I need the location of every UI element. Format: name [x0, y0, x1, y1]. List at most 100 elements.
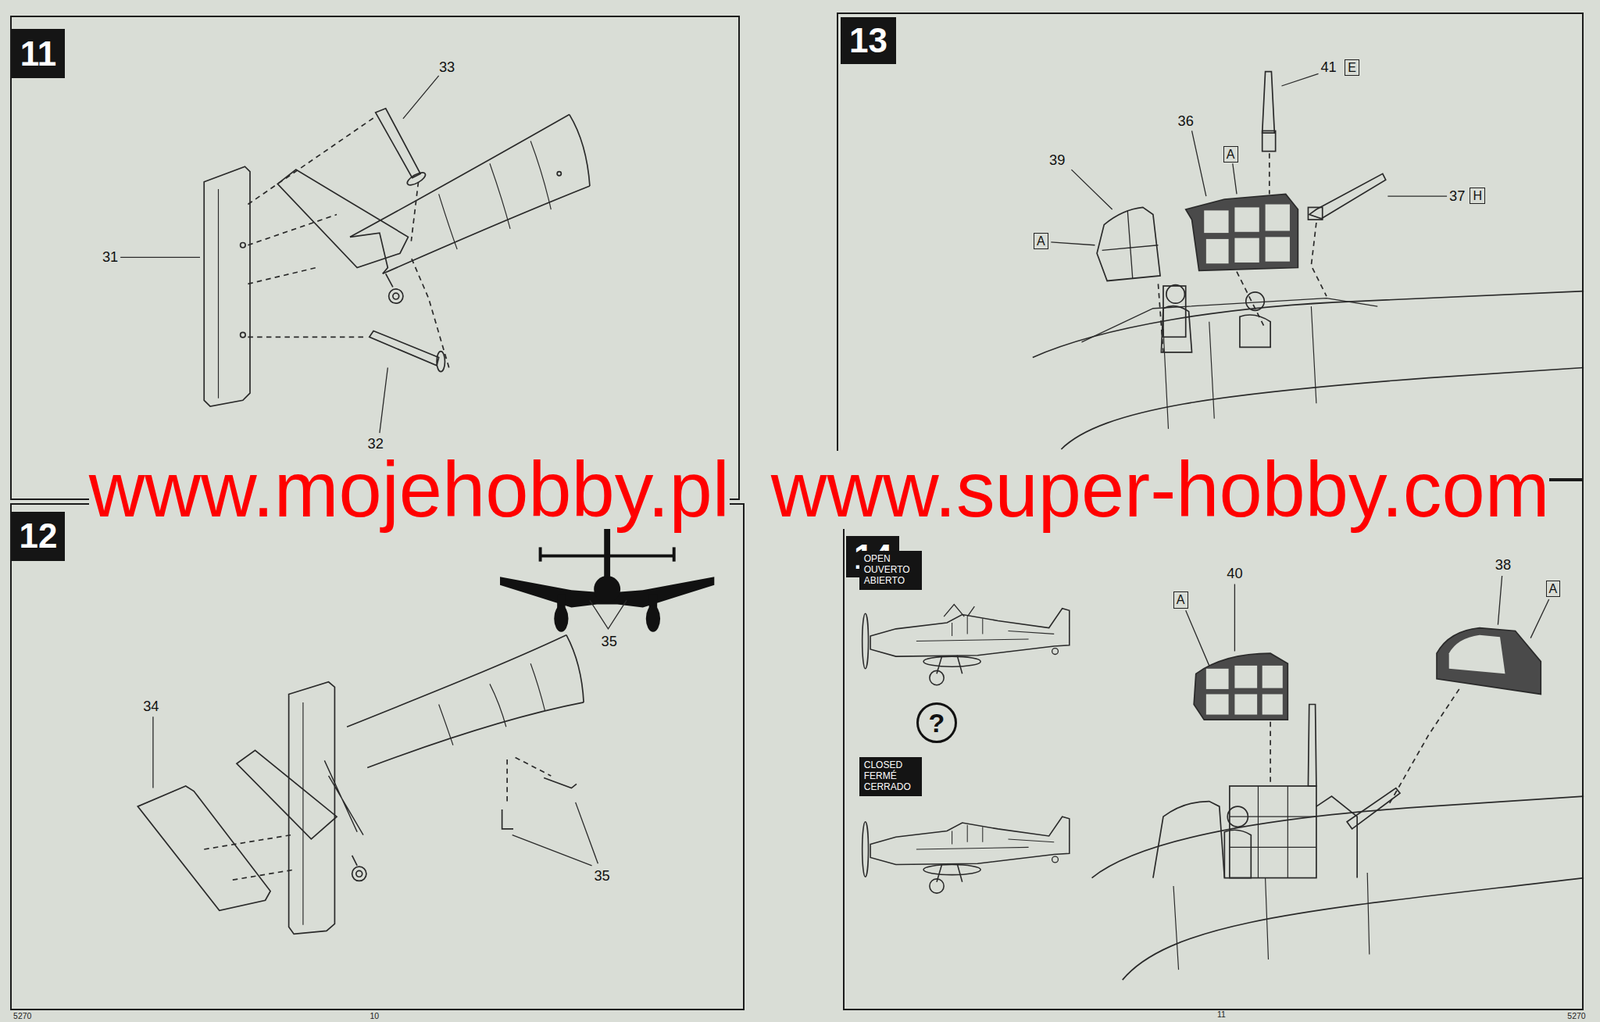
front-view-silhouette [539, 546, 543, 561]
tail-assembly-11 [436, 351, 445, 372]
tail-assembly-12 [502, 809, 514, 829]
canopy-assembly-14 [1092, 796, 1585, 878]
tail-assembly-11 [277, 169, 408, 268]
front-view-silhouette [500, 525, 715, 633]
tail-assembly-11 [557, 171, 561, 176]
tail-assembly-11 [350, 232, 388, 274]
sprue-letter: A [1549, 582, 1558, 596]
tail-assembly-12 [566, 635, 584, 703]
cockpit-assembly-13 [1096, 207, 1161, 281]
sprue-letter-box: H [1469, 187, 1486, 204]
question-circle: ? [916, 702, 958, 743]
tail-assembly-11 [240, 242, 247, 248]
option-text: CLOSED FERMÉ CERRADO [864, 759, 911, 793]
canopy-assembly-14 [1234, 693, 1258, 715]
cockpit-assembly-13 [1185, 193, 1299, 271]
cockpit-assembly-13 [1234, 238, 1259, 263]
canopy-assembly-14 [1229, 785, 1317, 879]
canopy-assembly-14 [862, 608, 1070, 686]
cockpit-assembly-13 [1060, 367, 1584, 449]
canopy-assembly-14 [1316, 796, 1358, 878]
canopy-assembly-14 [1307, 704, 1316, 786]
callout-number: 32 [367, 436, 383, 451]
tail-assembly-11 [405, 170, 428, 188]
callout-number: 34 [142, 699, 159, 714]
sprue-letter: A [1176, 592, 1186, 607]
cockpit-assembly-13 [1157, 153, 1327, 353]
tail-assembly-11 [385, 273, 393, 287]
tail-assembly-12 [367, 702, 584, 768]
callout-number: 39 [1049, 153, 1065, 168]
cockpit-assembly-13 [1102, 210, 1159, 279]
sprue-letter: E [1347, 60, 1357, 75]
tail-assembly-11 [247, 116, 449, 368]
canopy-assembly-14 [1206, 668, 1229, 690]
page-code: 5270 [13, 1012, 32, 1021]
front-view-silhouette [646, 605, 661, 633]
page-code: 5270 [1567, 1012, 1586, 1021]
tail-assembly-12 [236, 750, 337, 840]
cockpit-assembly-13 [1309, 173, 1386, 218]
step-number: 13 [840, 17, 897, 65]
sprue-letter: H [1472, 189, 1483, 203]
sprue-letter-box: A [1223, 146, 1239, 163]
front-view-silhouette [540, 554, 674, 558]
callout-number: 35 [601, 634, 618, 649]
callout-number: 33 [439, 60, 455, 75]
cockpit-assembly-13 [1050, 73, 1447, 245]
canopy-assembly-14 [1436, 628, 1541, 695]
canopy-assembly-14 [1234, 665, 1258, 689]
tail-assembly-11 [369, 330, 440, 365]
canopy-assembly-14 [1262, 693, 1283, 715]
option-flag: OPEN OUVERTO ABIERTO [859, 550, 922, 590]
tail-assembly-11 [120, 75, 440, 433]
cockpit-assembly-13 [1262, 130, 1276, 151]
cockpit-assembly-13 [1239, 314, 1271, 347]
cockpit-assembly-13 [1307, 207, 1322, 220]
canopy-assembly-14 [1185, 575, 1550, 666]
watermark: www.super-hobby.com [771, 450, 1550, 529]
page-number: 10 [370, 1012, 380, 1021]
option-flag: CLOSED FERMÉ CERRADO [859, 757, 922, 796]
tail-assembly-11 [350, 114, 570, 238]
front-view-silhouette [603, 525, 611, 579]
callout-number: 38 [1495, 557, 1511, 572]
cockpit-assembly-13 [1206, 239, 1229, 264]
callout-number: 36 [1178, 114, 1194, 129]
front-view-silhouette [553, 605, 568, 633]
canopy-assembly-14 [1153, 801, 1225, 879]
canopy-assembly-14 [943, 604, 975, 618]
callout-number: 35 [593, 868, 610, 883]
tail-assembly-12 [153, 716, 598, 866]
callout-number: 37 [1449, 189, 1465, 204]
tail-assembly-12 [356, 870, 363, 877]
tail-assembly-12 [439, 663, 546, 745]
tail-assembly-11 [217, 189, 219, 399]
canopy-assembly-14 [1346, 788, 1400, 829]
tail-assembly-12 [352, 866, 367, 881]
cockpit-assembly-13 [1166, 285, 1186, 304]
tail-assembly-11 [120, 75, 590, 433]
sprue-letter-box: A [1546, 580, 1561, 597]
cockpit-assembly-13 [1265, 236, 1290, 261]
tail-assembly-11 [240, 332, 247, 338]
tail-assembly-11 [203, 166, 250, 407]
watermark: www.mojehobby.pl [89, 450, 730, 529]
canopy-assembly-14 [1262, 665, 1283, 689]
cockpit-assembly-13 [1032, 291, 1584, 358]
tail-assembly-12 [543, 778, 577, 789]
canopy-assembly-14 [1122, 878, 1584, 981]
callout-number: 40 [1226, 566, 1243, 581]
option-text: OPEN OUVERTO ABIERTO [864, 553, 911, 586]
canopy-assembly-14 [1229, 785, 1317, 879]
cockpit-assembly-13 [1234, 207, 1259, 232]
tail-assembly-12 [324, 760, 364, 835]
page-number: 11 [1217, 1010, 1226, 1019]
step-panel: 14OPEN OUVERTO ABIERTO?CLOSED FERMÉ CERR… [842, 479, 1584, 1011]
callout-number: 41 [1320, 60, 1336, 75]
tail-assembly-11 [382, 185, 590, 274]
step-number: 11 [11, 28, 65, 79]
cockpit-assembly-13 [1160, 306, 1192, 353]
front-view-silhouette [593, 575, 621, 603]
